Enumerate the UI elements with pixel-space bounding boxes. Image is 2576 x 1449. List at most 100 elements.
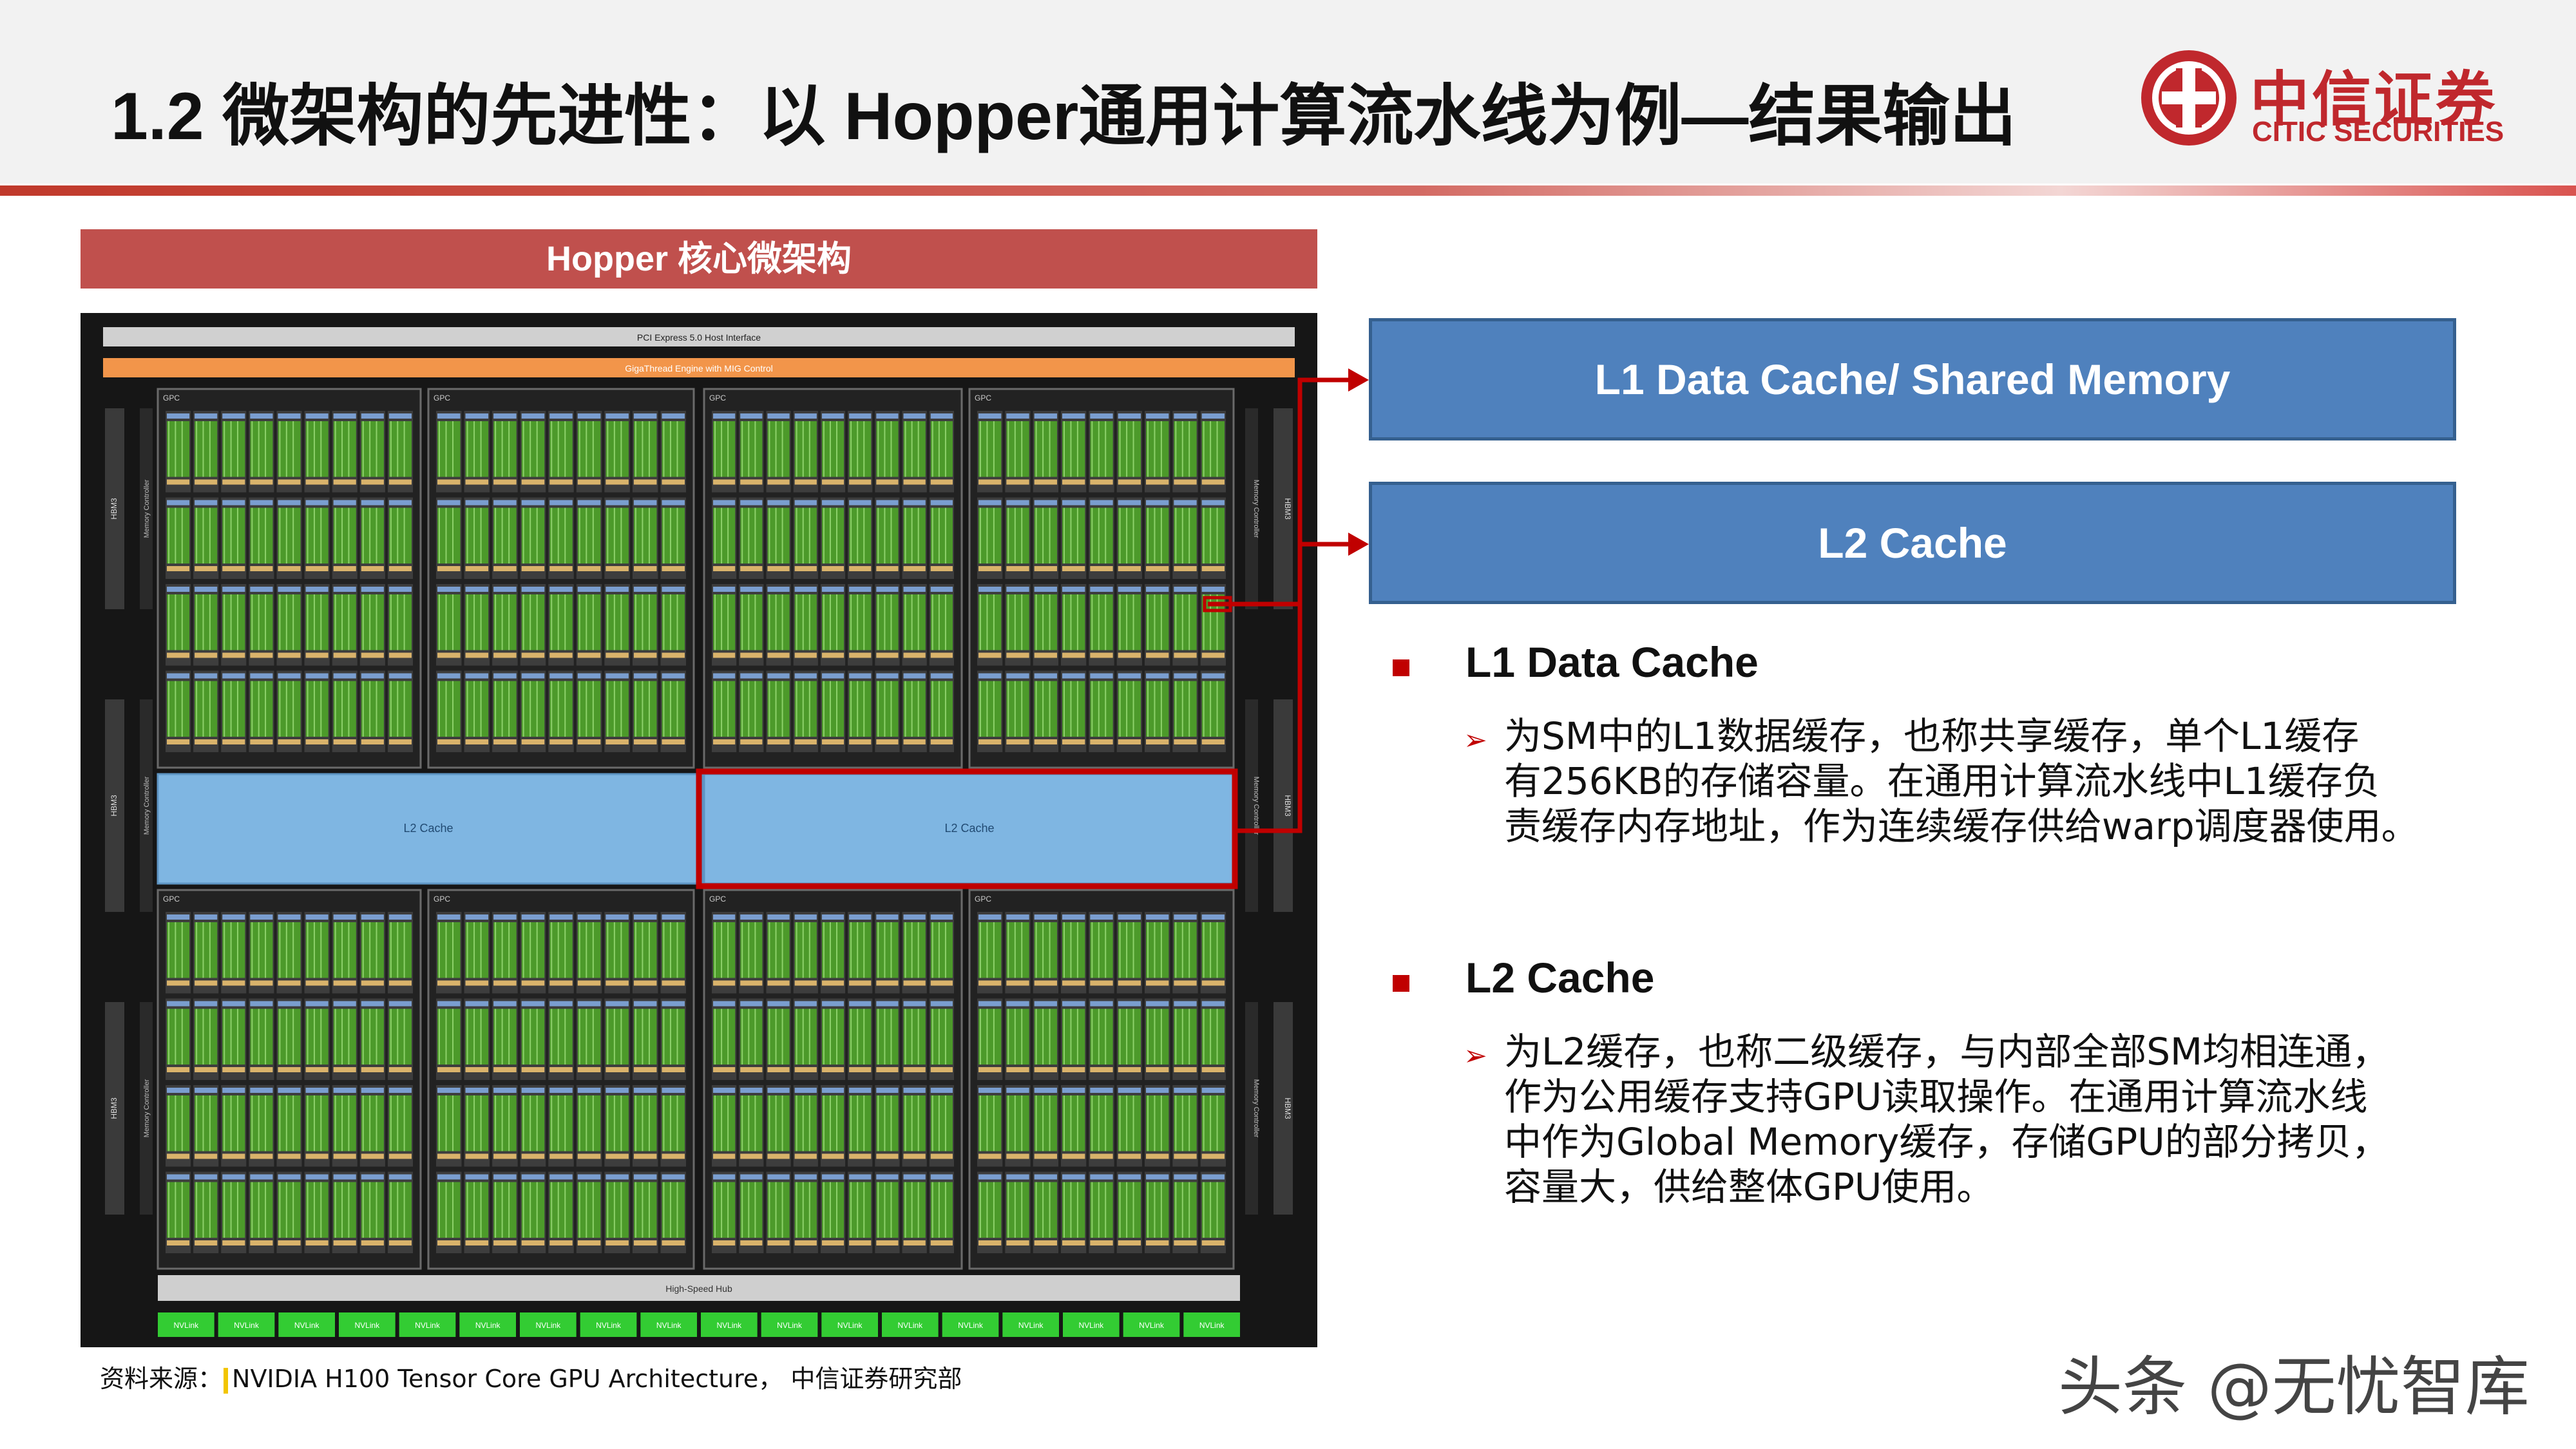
sm-cores — [1090, 421, 1113, 477]
core-stripe — [445, 1095, 447, 1151]
core-stripe — [829, 507, 831, 564]
sm-cores — [1034, 507, 1057, 564]
sm-cores — [1146, 1182, 1169, 1238]
core-stripe — [890, 421, 892, 477]
sm-scheduler — [388, 1174, 412, 1180]
sm-cores — [978, 1009, 1002, 1065]
core-stripe — [551, 922, 553, 978]
core-stripe — [551, 681, 553, 737]
core-stripe — [1076, 1009, 1078, 1065]
sm-l1-cache — [1006, 1153, 1029, 1159]
sm-cores — [388, 507, 412, 564]
core-stripe — [1119, 922, 1121, 978]
sm-cores — [577, 1009, 601, 1065]
sm-scheduler — [437, 500, 461, 506]
sm-l1-cache — [493, 1240, 517, 1245]
sm-l1-cache — [740, 1240, 763, 1245]
sm-scheduler — [465, 1174, 489, 1180]
sm-l1-cache — [978, 980, 1002, 986]
core-stripe — [530, 922, 531, 978]
core-stripe — [473, 1095, 475, 1151]
core-stripe — [877, 1009, 879, 1065]
core-stripe — [376, 1009, 377, 1065]
sm-cores — [821, 1095, 844, 1151]
core-stripe — [480, 1182, 482, 1238]
core-stripe — [202, 507, 204, 564]
core-stripe — [251, 507, 253, 564]
sm-cores — [1118, 681, 1141, 737]
sm-l1-cache — [521, 1240, 545, 1245]
sm-scheduler — [1118, 587, 1141, 592]
core-stripe — [439, 1095, 440, 1151]
sm-cores — [521, 1095, 545, 1151]
sm-scheduler — [662, 1174, 685, 1180]
core-stripe — [1021, 1095, 1023, 1151]
sm-cores — [633, 594, 657, 650]
sm-cores — [1090, 681, 1113, 737]
sm-l1-cache — [437, 1240, 461, 1245]
nvlink-port — [1002, 1312, 1059, 1337]
sm-scheduler — [577, 914, 601, 920]
core-stripe — [230, 594, 232, 650]
core-stripe — [1160, 922, 1162, 978]
nvlink-port — [882, 1312, 939, 1337]
sm-l1-cache — [903, 980, 926, 986]
sm-scheduler — [1006, 1174, 1029, 1180]
core-stripe — [265, 594, 267, 650]
sm-l1-cache — [361, 739, 384, 744]
sm-scheduler — [250, 500, 273, 506]
sm-l1-cache — [1006, 980, 1029, 986]
sm-l1-cache — [1090, 980, 1113, 986]
sm-cores — [437, 1095, 461, 1151]
sm-cores — [930, 507, 953, 564]
core-stripe — [175, 922, 177, 978]
sm-scheduler — [767, 1174, 790, 1180]
sm-scheduler — [361, 1174, 384, 1180]
core-stripe — [292, 421, 294, 477]
sm-l1-cache — [978, 1153, 1002, 1159]
core-stripe — [508, 594, 510, 650]
core-stripe — [1007, 594, 1009, 650]
core-stripe — [714, 1182, 716, 1238]
sm-l1-cache — [633, 652, 657, 658]
gigathread-engine-label: GigaThread Engine with MIG Control — [625, 363, 773, 374]
sm-scheduler — [577, 1174, 601, 1180]
core-stripe — [362, 1182, 364, 1238]
core-stripe — [564, 681, 566, 737]
sm-scheduler — [1201, 1088, 1225, 1093]
core-stripe — [676, 1009, 678, 1065]
core-stripe — [480, 1009, 482, 1065]
core-stripe — [348, 1009, 350, 1065]
core-stripe — [285, 507, 287, 564]
sm-l1-cache — [1034, 1240, 1057, 1245]
core-stripe — [258, 1009, 260, 1065]
sm-cores — [1062, 507, 1085, 564]
core-stripe — [230, 922, 232, 978]
sm-scheduler — [740, 914, 763, 920]
sm-cores — [222, 1095, 245, 1151]
sm-scheduler — [633, 673, 657, 679]
sm-l1-cache — [549, 566, 573, 571]
core-stripe — [938, 507, 940, 564]
core-stripe — [508, 922, 510, 978]
core-stripe — [369, 1009, 371, 1065]
sm-scheduler — [767, 1088, 790, 1093]
core-stripe — [1203, 922, 1205, 978]
core-stripe — [620, 594, 622, 650]
core-stripe — [501, 421, 503, 477]
sm-cores — [713, 922, 736, 978]
sm-l1-cache — [821, 1240, 844, 1245]
core-stripe — [1035, 922, 1037, 978]
core-stripe — [530, 507, 531, 564]
sm-l1-cache — [662, 1067, 685, 1072]
sm-cores — [222, 922, 245, 978]
core-stripe — [1160, 421, 1162, 477]
core-stripe — [251, 1095, 253, 1151]
sm-l1-cache — [740, 980, 763, 986]
sm-cores — [437, 922, 461, 978]
core-stripe — [334, 421, 336, 477]
core-stripe — [1203, 507, 1205, 564]
sm-cores — [821, 421, 844, 477]
core-stripe — [181, 1182, 183, 1238]
sm-cores — [633, 421, 657, 477]
